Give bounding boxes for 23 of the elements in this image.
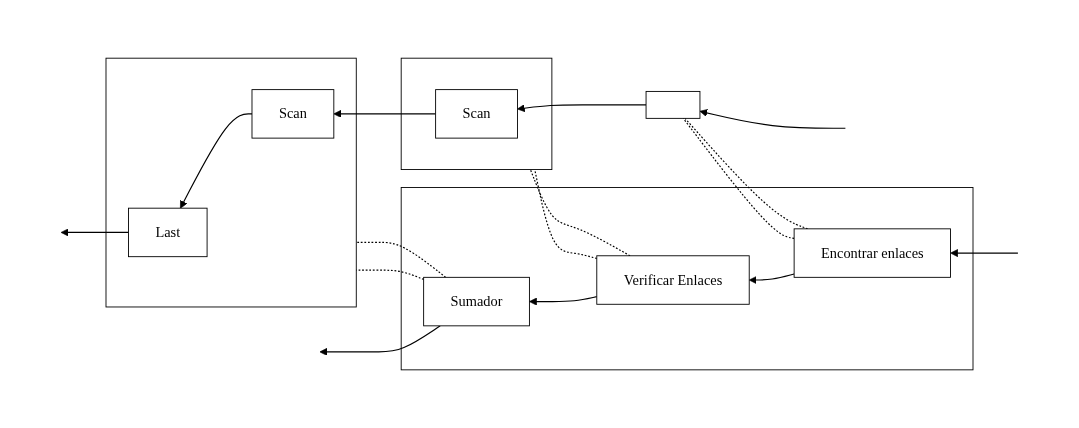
connector: [355, 269, 425, 281]
arrow: [319, 325, 441, 356]
arrow: [950, 249, 1019, 257]
node-box: Scan: [435, 89, 518, 139]
cluster: [400, 187, 974, 371]
connector: [529, 168, 631, 257]
arrow: [180, 113, 253, 209]
node-box: [645, 90, 701, 119]
arrow: [748, 273, 795, 284]
connector: [682, 117, 795, 239]
node-box: Encontrar enlaces: [793, 228, 951, 278]
arrow: [517, 104, 647, 113]
node-box: Last: [128, 207, 208, 258]
node-box: Verificar Enlaces: [596, 255, 750, 305]
arrow: [333, 109, 437, 118]
arrow: [60, 228, 130, 237]
connector: [355, 241, 447, 278]
cluster: [105, 57, 357, 308]
node-box: Scan: [251, 89, 335, 139]
cluster: [400, 57, 553, 170]
arrow: [529, 296, 598, 306]
arrow: [699, 109, 846, 129]
node-box: Sumador: [423, 276, 530, 327]
